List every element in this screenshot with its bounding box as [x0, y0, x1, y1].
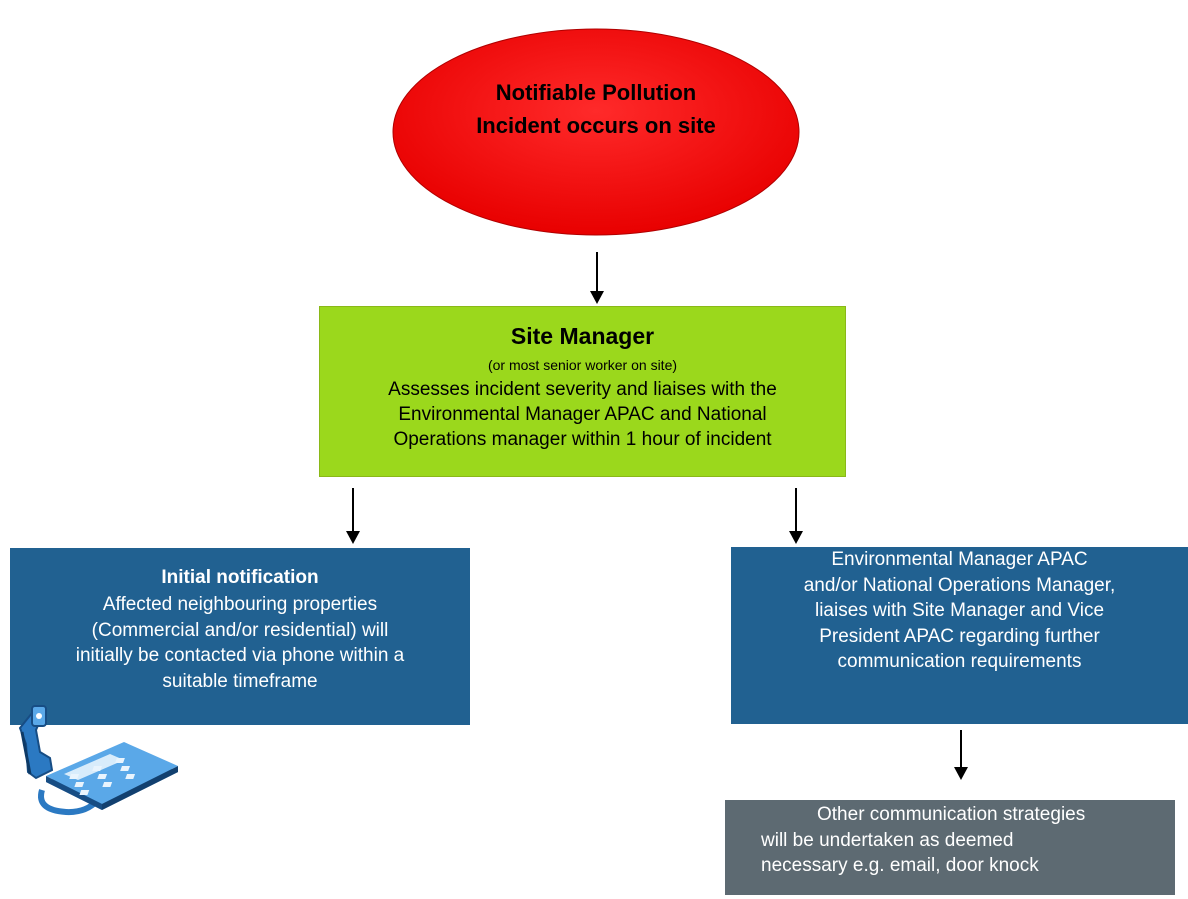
site-manager-title: Site Manager: [510, 323, 655, 349]
initial-notification-body: Affected neighbouring properties (Commer…: [10, 592, 470, 694]
arrow-env-manager-to-other-strategies: [951, 730, 971, 782]
env-manager-line: communication requirements: [837, 651, 1082, 672]
arrow-site-manager-to-initial-notification: [343, 488, 363, 546]
other-strategies-line: will be undertaken as deemed: [761, 829, 1014, 851]
ellipse-shape: [392, 28, 800, 236]
env-manager-box: Environmental Manager APAC and/or Nation…: [731, 547, 1188, 724]
env-manager-line: and/or National Operations Manager,: [803, 574, 1116, 596]
initial-notification-title: Initial notification: [161, 567, 319, 588]
initial-notification-line: Affected neighbouring properties: [102, 594, 378, 615]
site-manager-line: Environmental Manager APAC and National: [398, 404, 767, 425]
other-strategies-line: Other communication strategies: [817, 804, 1086, 825]
incident-start-line-2: Incident occurs on site: [476, 113, 716, 138]
arrow-site-manager-to-env-manager: [786, 488, 806, 546]
env-manager-body: Environmental Manager APAC and/or Nation…: [731, 547, 1188, 675]
env-manager-line: Environmental Manager APAC: [831, 549, 1088, 570]
initial-notification-line: (Commercial and/or residential) will: [91, 619, 389, 641]
initial-notification-line: initially be contacted via phone within …: [75, 645, 405, 666]
site-manager-subtitle: (or most senior worker on site): [487, 357, 678, 373]
other-strategies-line: necessary e.g. email, door knock: [761, 855, 1039, 876]
arrow-start-to-site-manager: [587, 252, 607, 306]
env-manager-line: liaises with Site Manager and Vice: [814, 600, 1105, 621]
other-strategies-body: Other communication strategies will be u…: [725, 802, 1175, 879]
initial-notification-box: Initial notification Affected neighbouri…: [10, 548, 470, 725]
env-manager-line: President APAC regarding further: [819, 625, 1100, 647]
incident-start-label: Notifiable Pollution Incident occurs on …: [392, 76, 800, 142]
incident-start-line-1: Notifiable Pollution: [495, 80, 697, 105]
site-manager-body: Assesses incident severity and liaises w…: [320, 377, 845, 452]
other-strategies-box: Other communication strategies will be u…: [725, 800, 1175, 895]
incident-start-node: [392, 28, 800, 236]
telephone-icon: [6, 700, 186, 822]
site-manager-line: Assesses incident severity and liaises w…: [388, 379, 777, 400]
site-manager-line: Operations manager within 1 hour of inci…: [393, 429, 772, 450]
site-manager-box: Site Manager (or most senior worker on s…: [319, 306, 846, 477]
initial-notification-line: suitable timeframe: [162, 670, 318, 692]
